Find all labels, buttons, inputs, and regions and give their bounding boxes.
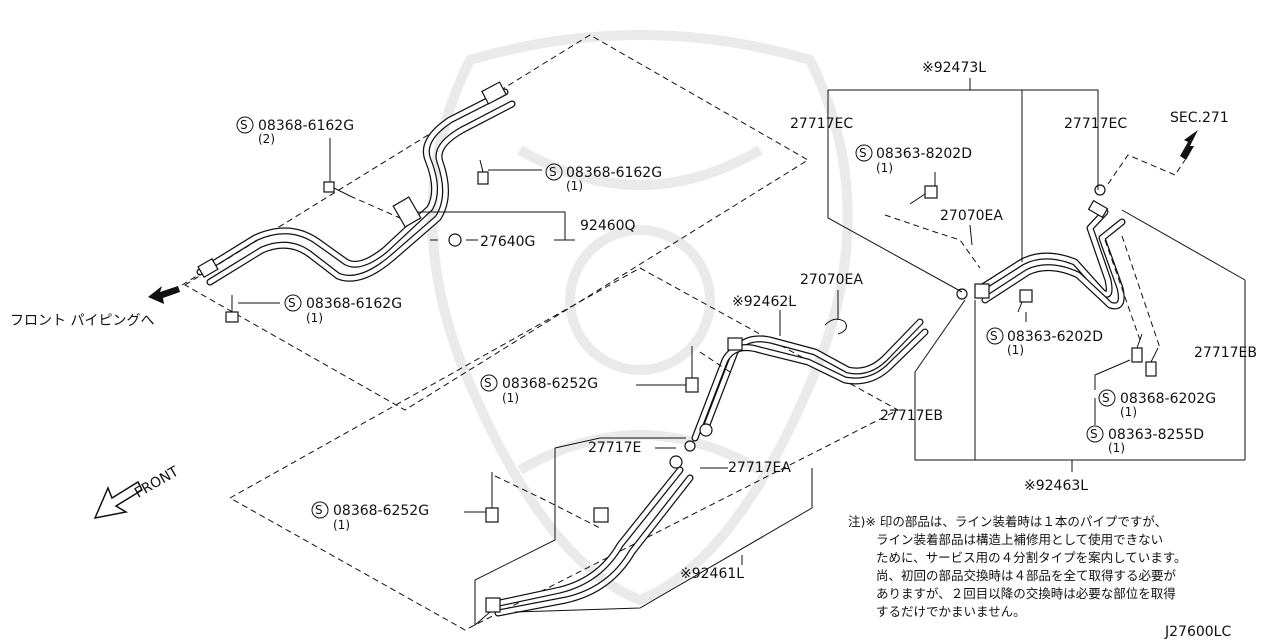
s-icon: S: [236, 116, 254, 134]
label-08363-8202D: 08363-8202D: [876, 146, 972, 162]
bolt-08368-6162G-b: [477, 159, 489, 185]
pipe-92461L: [485, 423, 713, 617]
label-92460Q: 92460Q: [580, 218, 636, 234]
svg-text:S: S: [288, 296, 296, 310]
notes-block: 注)※ 印の部品は、ライン装着時は１本のパイプですが、 ライン装着部品は構造上補…: [848, 514, 1187, 619]
svg-text:S: S: [1090, 427, 1098, 441]
qty-08368-6202G: (1): [1120, 405, 1137, 419]
qty-08368-6162G-b: (1): [566, 179, 583, 193]
label-92461L: ※92461L: [680, 566, 744, 582]
note-line: ありますが、２回目以降の交換時は必要な部位を取得: [876, 586, 1176, 601]
s-icon: S: [480, 374, 498, 392]
label-08368-6202G: 08368-6202G: [1120, 391, 1216, 407]
svg-text:S: S: [859, 146, 867, 160]
sec271-arrow-icon: [1180, 130, 1198, 160]
bolt-08368-6162G-c: [225, 295, 239, 323]
note-line: 注)※ 印の部品は、ライン装着時は１本のパイプですが、: [848, 514, 1167, 529]
qty-08363-6202D: (1): [1007, 343, 1024, 357]
qty-08368-6252G-b: (1): [333, 518, 350, 532]
qty-08363-8202D: (1): [876, 161, 893, 175]
label-92473L: ※92473L: [922, 60, 986, 76]
note-line: ライン装着部品は構造上補修用として使用できない: [876, 532, 1163, 547]
label-27070EA-upper: 27070EA: [940, 208, 1003, 224]
svg-text:S: S: [315, 503, 323, 517]
label-27717EB-mid: 27717EB: [880, 408, 943, 424]
label-27717E: 27717E: [588, 440, 641, 456]
label-27717EB-right: 27717EB: [1194, 345, 1257, 361]
watermark-emblem: [427, 30, 853, 606]
label-front-piping: フロント パイピングへ: [10, 313, 154, 329]
front-piping-arrow-icon: [148, 286, 180, 304]
pipe-92473L: [956, 184, 1126, 310]
qty-08368-6252G-a: (1): [502, 391, 519, 405]
label-92462L: ※92462L: [732, 294, 796, 310]
label-08363-8255D: 08363-8255D: [1108, 427, 1204, 443]
leaders-right: [779, 78, 1246, 472]
lower-dashed-region: [228, 267, 900, 631]
note-line: ために、サービス用の４分割タイプを案内しています。: [876, 550, 1187, 565]
label-08368-6252G-b: 08368-6252G: [333, 503, 429, 519]
s-icon: S: [545, 163, 563, 181]
s-icon: S: [986, 327, 1004, 345]
bolt-08368-6162G-a: [323, 181, 351, 197]
label-27717EA: 27717EA: [728, 460, 791, 476]
bolt-08368-6252G-b: [485, 472, 499, 523]
label-08368-6162G-b: 08368-6162G: [566, 165, 662, 181]
front-arrow-icon: [93, 480, 143, 520]
label-08368-6162G-c: 08368-6162G: [306, 296, 402, 312]
labels: ※92473L 27717EC 27717EC SEC.271 S 08363-…: [10, 60, 1257, 639]
label-27717EC-right: 27717EC: [1064, 116, 1127, 132]
s-icon: S: [1086, 425, 1104, 443]
svg-text:S: S: [240, 118, 248, 132]
qty-08368-6162G-c: (1): [306, 311, 323, 325]
note-line: 尚、初回の部品交換時は４部品を全て取得する必要が: [876, 568, 1177, 583]
bolt-08368-6202G: [1145, 347, 1159, 377]
s-icon: S: [1098, 389, 1116, 407]
qty-08363-8255D: (1): [1108, 441, 1125, 455]
bolt-08363-8202D: [909, 185, 938, 205]
pipe-92462L: [691, 318, 929, 442]
label-sec271: SEC.271: [1170, 110, 1229, 126]
bolt-08363-6202D: [1017, 289, 1033, 313]
svg-text:S: S: [990, 329, 998, 343]
s-icon: S: [284, 294, 302, 312]
leaders-lower: [464, 351, 813, 627]
leaders-upper-left: [181, 138, 575, 304]
label-92463L: ※92463L: [1024, 478, 1088, 494]
qty-08368-6162G-a: (2): [258, 132, 275, 146]
diagram-code: J27600LC: [1164, 624, 1231, 639]
label-08368-6162G-a: 08368-6162G: [258, 118, 354, 134]
svg-text:S: S: [549, 165, 557, 179]
svg-text:S: S: [1102, 391, 1110, 405]
label-08363-6202D: 08363-6202D: [1007, 329, 1103, 345]
label-front: FRONT: [132, 463, 182, 501]
label-27070EA-mid: 27070EA: [800, 272, 863, 288]
svg-text:S: S: [484, 376, 492, 390]
note-line: するだけでかまいません。: [876, 604, 1026, 619]
bolt-08363-8255D: [1131, 333, 1143, 363]
s-icon: S: [311, 501, 329, 519]
s-icon: S: [855, 144, 873, 162]
label-08368-6252G-a: 08368-6252G: [502, 376, 598, 392]
label-27640G: 27640G: [480, 234, 535, 250]
pipe-assembly-92460Q: [196, 81, 516, 286]
upper-left-dashed-region: [184, 34, 809, 411]
label-27717EC-left: 27717EC: [790, 116, 853, 132]
